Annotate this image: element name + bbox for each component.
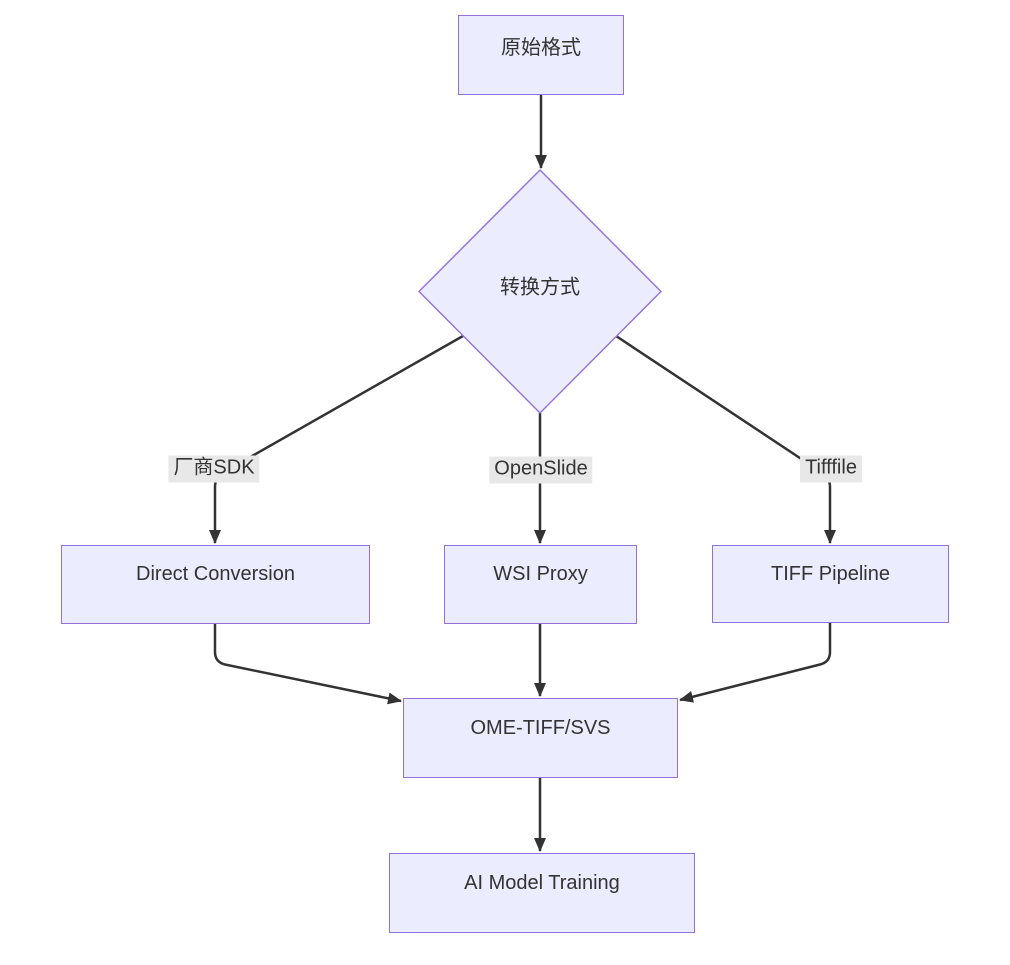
node-ai-model-training: AI Model Training	[389, 853, 695, 933]
node-source: 原始格式	[458, 15, 624, 95]
edge-label-vendor-sdk: 厂商SDK	[168, 455, 260, 483]
edge-tiffpipe-to-ome	[679, 623, 832, 703]
node-ome-tiff-svs: OME-TIFF/SVS	[403, 698, 678, 778]
node-ome-tiff-svs-label: OME-TIFF/SVS	[470, 716, 611, 739]
node-tiff-pipeline-label: TIFF Pipeline	[771, 562, 890, 585]
edge-label-tifffile: Tifffile	[800, 455, 862, 483]
edge-direct-to-ome	[213, 624, 402, 705]
node-wsi-proxy-label: WSI Proxy	[493, 563, 588, 585]
node-direct-conversion-label: Direct Conversion	[136, 563, 295, 585]
node-wsi-proxy: WSI Proxy	[444, 545, 637, 624]
node-direct-conversion: Direct Conversion	[61, 545, 370, 624]
edge-label-openslide: OpenSlide	[489, 456, 593, 484]
node-decision-label: 转换方式	[500, 276, 580, 299]
node-source-label: 原始格式	[501, 36, 581, 59]
edge-decision-to-direct	[209, 330, 471, 544]
node-decision-diamond	[418, 169, 662, 414]
edge-decision-to-tiffpipe	[609, 330, 836, 544]
node-tiff-pipeline: TIFF Pipeline	[712, 545, 949, 623]
node-ai-model-training-label: AI Model Training	[464, 871, 620, 894]
